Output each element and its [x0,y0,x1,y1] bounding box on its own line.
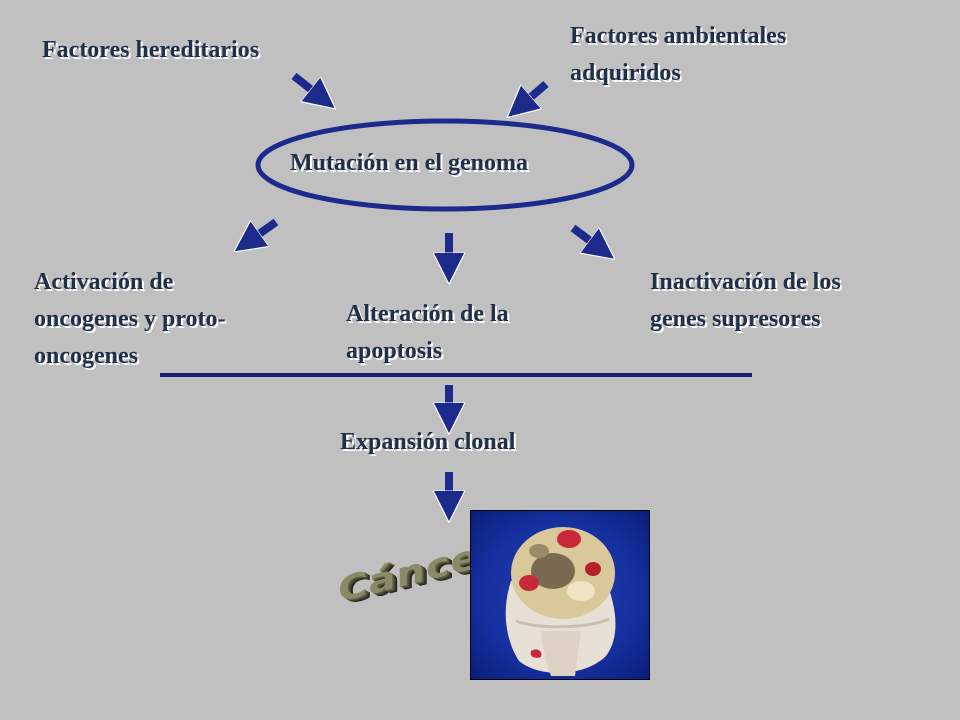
expansion-text: Expansión clonal [340,429,516,455]
apoptosis-line1: Alteración de la [346,301,509,327]
tumor-red-area-1 [519,575,539,591]
tumor-red-area-3 [585,562,601,576]
apoptosis-label: Alteración de la apoptosis [346,296,509,370]
tumor-red-area-2 [557,530,581,548]
arrow-mutation-to-oncogenes [252,218,279,239]
oncogenes-label: Activación de oncogenes y proto- oncogen… [34,264,226,375]
oncogenes-line1: Activación de [34,269,174,295]
mutation-ellipse [255,118,635,212]
environmental-factors-line1: Factores ambientales [570,23,787,49]
tumor-highlight [567,581,595,601]
mutation-label: Mutación en el genoma [290,145,528,182]
arrow-hereditary-to-mutation [291,72,318,95]
tumor-dark-area [531,553,575,589]
tumor-photo [470,510,650,680]
mutation-text: Mutación en el genoma [290,150,528,176]
suppressors-line1: Inactivación de los [650,269,841,295]
environmental-factors-label: Factores ambientales adquiridos [570,18,786,92]
hereditary-factors-label: Factores hereditarios [42,32,259,69]
hereditary-factors-text: Factores hereditarios [42,37,260,63]
apoptosis-line2: apoptosis [346,338,443,364]
tumor-shadow [529,544,549,558]
arrow-mutation-to-suppressors [570,224,597,246]
tissue-fold [515,617,610,629]
tissue-stalk [541,631,581,676]
arrow-environmental-to-mutation [524,80,549,103]
environmental-factors-line2: adquiridos [570,60,681,86]
expansion-label: Expansión clonal [340,424,515,461]
tumor-illustration [505,527,616,676]
suppressors-label: Inactivación de los genes supresores [650,264,841,338]
oncogenes-line2: oncogenes y proto- [34,306,226,332]
tissue-red-spot [530,649,542,658]
oncogenes-line3: oncogenes [34,343,138,369]
suppressors-line2: genes supresores [650,306,821,332]
